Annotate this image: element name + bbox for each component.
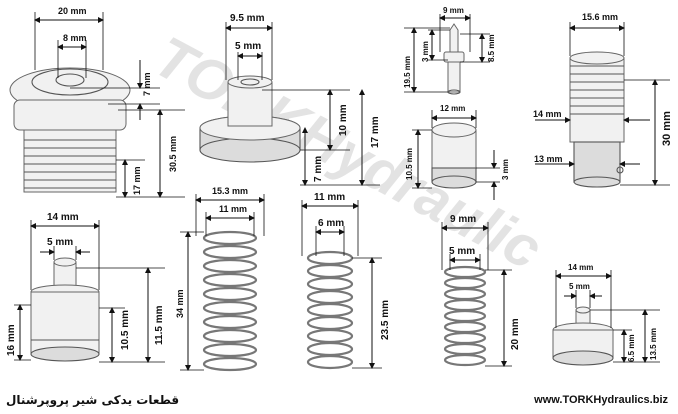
- spring-1: 15.3 mm 11 mm 34 mm: [175, 186, 265, 372]
- dim-label: 11.5 mm: [154, 305, 165, 345]
- dim-label: 3 mm: [501, 159, 510, 180]
- dim-label: 17 mm: [132, 166, 142, 195]
- dim-label: 15.6 mm: [582, 12, 618, 22]
- small-cap: 14 mm 5 mm 6.5 mm 13.5 mm: [552, 263, 660, 366]
- dim-label: 11 mm: [314, 192, 345, 203]
- dim-label: 15.3 mm: [212, 186, 248, 196]
- fitting-large: 20 mm 8 mm 7 mm 30.5 mm 17 mm: [9, 6, 185, 198]
- dim-label: 14 mm: [47, 212, 79, 223]
- dim-label: 10.5 mm: [405, 148, 414, 180]
- dim-label: 16 mm: [6, 324, 17, 356]
- spring-seat: 14 mm 5 mm 16 mm 10.5 mm 11.5 mm: [6, 212, 165, 363]
- dim-label: 9 mm: [450, 214, 476, 225]
- piston-flange: 9.5 mm 5 mm 10 mm 17 mm 7 mm: [199, 13, 381, 186]
- dim-label: 30.5 mm: [168, 136, 178, 172]
- spring-3: 9 mm 5 mm 20 mm: [441, 214, 521, 367]
- footer-website-link[interactable]: www.TORKHydraulics.biz: [534, 394, 668, 406]
- dim-label: 5 mm: [449, 246, 475, 257]
- dim-label: 8 mm: [63, 33, 87, 43]
- dim-label: 6.5 mm: [627, 334, 636, 362]
- dim-label: 6 mm: [318, 218, 344, 229]
- dim-label: 14 mm: [533, 109, 562, 119]
- dim-label: 14 mm: [568, 263, 593, 272]
- dim-label: 23.5 mm: [380, 300, 391, 340]
- dim-label: 9 mm: [443, 6, 464, 15]
- threaded-plug: 15.6 mm 14 mm 13 mm 30 mm: [533, 12, 673, 188]
- dim-label: 13 mm: [534, 154, 563, 164]
- dim-label: 13.5 mm: [649, 328, 658, 360]
- cup-cap: 12 mm 10.5 mm 3 mm: [405, 104, 510, 200]
- dim-label: 5 mm: [235, 41, 261, 52]
- dim-label: 7 mm: [142, 72, 152, 96]
- dim-label: 34 mm: [175, 289, 185, 318]
- dim-label: 10 mm: [338, 104, 349, 136]
- dim-label: 8.5 mm: [487, 34, 496, 62]
- dim-label: 20 mm: [510, 318, 521, 350]
- dim-label: 5 mm: [569, 282, 590, 291]
- dim-label: 30 mm: [661, 111, 673, 146]
- dim-label: 9.5 mm: [230, 13, 265, 24]
- dim-label: 12 mm: [440, 104, 465, 113]
- dim-label: 20 mm: [58, 6, 87, 16]
- dim-label: 3 mm: [421, 41, 430, 62]
- dim-label: 7 mm: [313, 156, 324, 182]
- dim-label: 19.5 mm: [403, 56, 412, 88]
- pin-needle: 9 mm 3 mm 19.5 mm 8.5 mm: [403, 6, 496, 95]
- dim-label: 11 mm: [219, 204, 247, 214]
- dim-label: 10.5 mm: [120, 310, 131, 350]
- spring-2: 11 mm 6 mm 23.5 mm: [301, 192, 391, 370]
- footer-title: قطعات یدکی شیر پروپرشنال: [6, 393, 180, 407]
- dim-label: 5 mm: [47, 237, 73, 248]
- dim-label: 17 mm: [370, 116, 381, 148]
